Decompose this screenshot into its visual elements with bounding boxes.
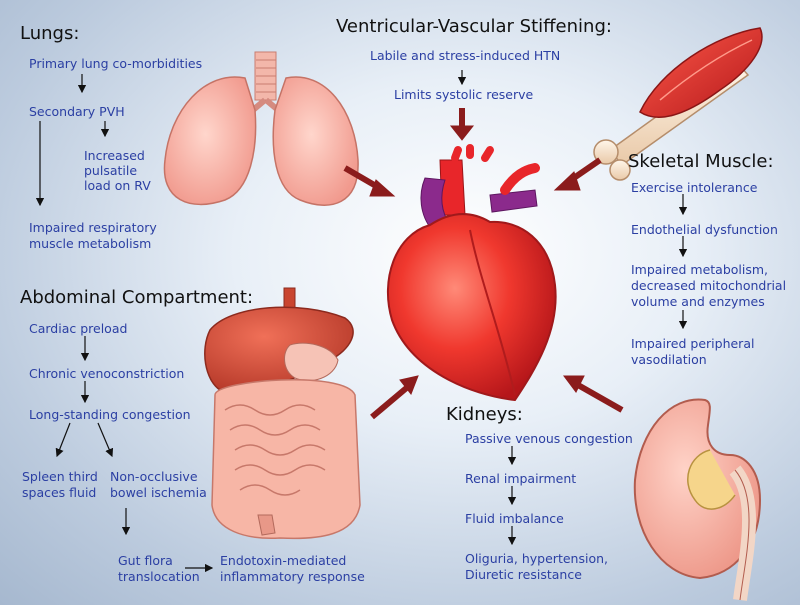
vascular-heading: Ventricular-Vascular Stiffening:	[336, 16, 612, 37]
abdominal-item-nonocclusive: Non-occlusive	[110, 469, 198, 484]
abdominal-item-spleen: Spleen third	[22, 469, 98, 484]
kidneys-item-renal-impairment: Renal impairment	[465, 471, 577, 486]
abdominal-item-endotoxin: Endotoxin-mediated	[220, 553, 347, 568]
lungs-item-comorbidities: Primary lung co-morbidities	[29, 56, 203, 71]
muscle-item-vasodilation: vasodilation	[631, 352, 707, 367]
abdominal-item-translocation: translocation	[118, 569, 200, 584]
abdominal-item-third-spaces: spaces fluid	[22, 485, 97, 500]
abdominal-illustration	[204, 287, 361, 540]
muscle-item-enzymes: volume and enzymes	[631, 294, 765, 309]
abdominal-item-venoconstriction: Chronic venoconstriction	[29, 366, 185, 381]
kidneys-heading: Kidneys:	[446, 404, 523, 425]
lungs-item-pulsatile: pulsatile	[84, 163, 138, 178]
kidneys-item-diuretic: Diuretic resistance	[465, 567, 582, 582]
abdominal-item-ischemia: bowel ischemia	[110, 485, 207, 500]
kidneys-item-fluid-imbalance: Fluid imbalance	[465, 511, 564, 526]
lungs-illustration	[163, 51, 359, 206]
lungs-item-secondary-pvh: Secondary PVH	[29, 104, 125, 119]
lungs-item-impaired-resp: Impaired respiratory	[29, 220, 157, 235]
abdominal-item-inflammatory: inflammatory response	[220, 569, 365, 584]
lungs-heading: Lungs:	[20, 23, 80, 44]
lungs-item-load-rv: load on RV	[84, 178, 151, 193]
abdominal-heading: Abdominal Compartment:	[20, 287, 254, 308]
lungs-item-increased: Increased	[84, 148, 145, 163]
vascular-item-htn: Labile and stress-induced HTN	[370, 48, 561, 63]
kidney-illustration	[633, 398, 762, 601]
muscle-item-exercise: Exercise intolerance	[631, 180, 758, 195]
kidneys-item-venous-congestion: Passive venous congestion	[465, 431, 633, 446]
muscle-item-peripheral: Impaired peripheral	[631, 336, 755, 351]
muscle-item-metabolism: Impaired metabolism,	[631, 262, 769, 277]
abdominal-item-gut-flora: Gut flora	[118, 553, 173, 568]
muscle-illustration	[593, 27, 763, 181]
muscle-item-endothelial: Endothelial dysfunction	[631, 222, 778, 237]
abdominal-item-congestion: Long-standing congestion	[29, 407, 191, 422]
lungs-item-muscle-metabolism: muscle metabolism	[29, 236, 152, 251]
red-arrows	[343, 108, 624, 420]
muscle-heading: Skeletal Muscle:	[628, 151, 774, 172]
heart-illustration	[386, 144, 557, 402]
kidneys-item-oliguria: Oliguria, hypertension,	[465, 551, 608, 566]
flow-arrows	[35, 70, 688, 573]
vascular-item-systolic-reserve: Limits systolic reserve	[394, 87, 534, 102]
abdominal-item-preload: Cardiac preload	[29, 321, 128, 336]
muscle-item-mitochondrial: decreased mitochondrial	[631, 278, 787, 293]
